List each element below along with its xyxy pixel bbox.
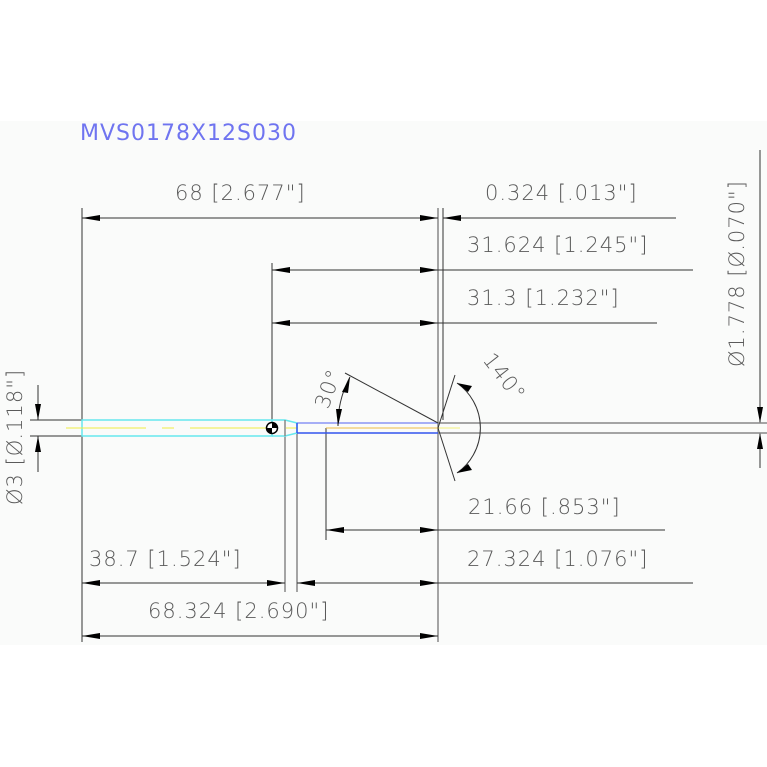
dimension-lines bbox=[35, 150, 763, 639]
dim-shank-diameter: Ø3 [Ø.118"] bbox=[3, 369, 27, 505]
dim-31-624: 31.624 [1.245"] bbox=[467, 233, 648, 257]
drawing-area bbox=[0, 121, 767, 645]
dim-overall-length: 68 [2.677"] bbox=[175, 181, 306, 205]
dim-shank-length: 38.7 [1.524"] bbox=[89, 547, 242, 571]
extension-lines bbox=[30, 208, 444, 642]
angle-30-annotation: 30° bbox=[310, 366, 439, 427]
dim-31-3: 31.3 [1.232"] bbox=[467, 286, 620, 310]
dim-tip-diameter: Ø1.778 [Ø.070"] bbox=[725, 180, 749, 367]
part-number-title: MVS0178X12S030 bbox=[80, 121, 297, 146]
dim-total-length: 68.324 [2.690"] bbox=[148, 599, 329, 623]
dim-tip-offset: 0.324 [.013"] bbox=[485, 181, 638, 205]
dim-cut-length: 21.66 [.853"] bbox=[468, 495, 621, 519]
dim-neck-length: 27.324 [1.076"] bbox=[467, 547, 648, 571]
tool-profile bbox=[66, 419, 767, 437]
